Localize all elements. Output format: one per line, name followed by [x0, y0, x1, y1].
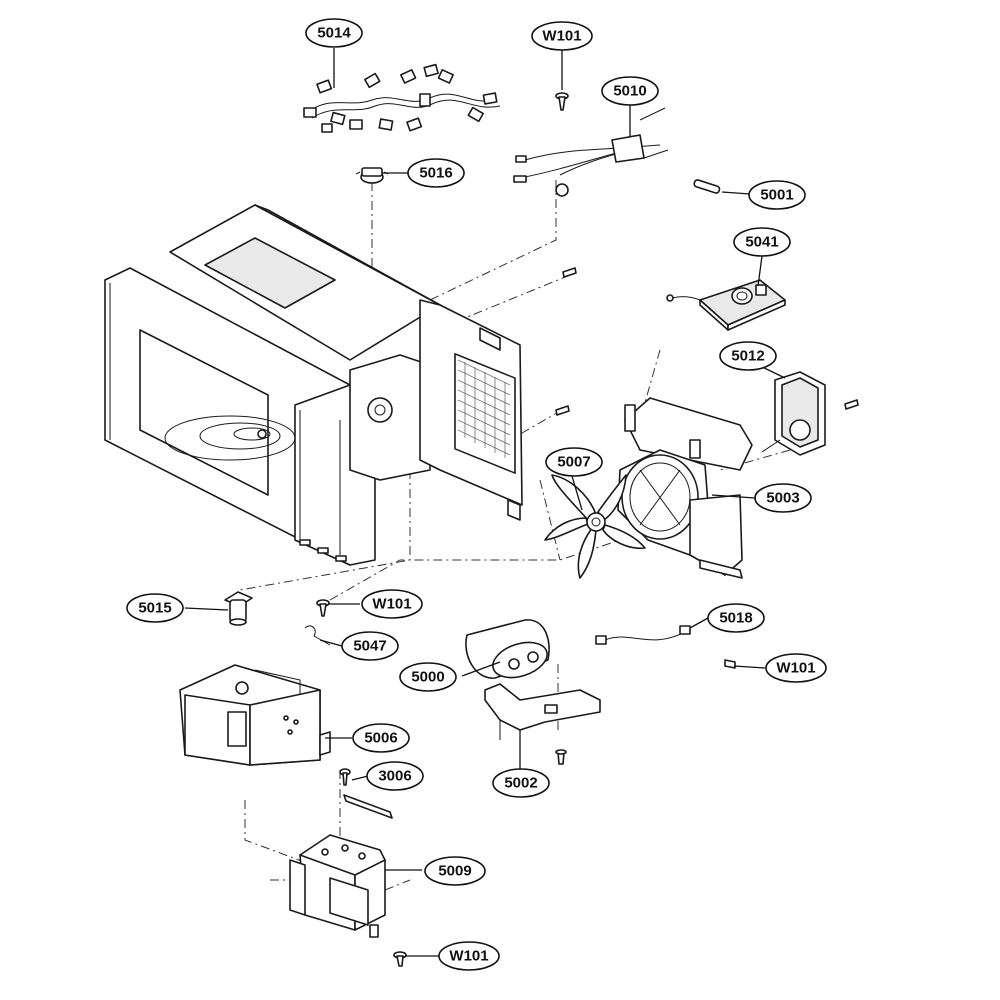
callout-5047: 5047 [341, 631, 399, 661]
vent-grille [457, 359, 511, 458]
wiring-5010 [513, 107, 669, 197]
cavity-screws [555, 267, 577, 416]
callout-5007: 5007 [545, 447, 603, 477]
screw-w101-top [555, 92, 569, 111]
callout-label: 5010 [613, 83, 646, 100]
callout-label: 5041 [745, 234, 778, 251]
callout-5001: 5001 [748, 180, 806, 210]
callout-label: 3006 [378, 768, 411, 785]
callout-5012: 5012 [719, 341, 777, 371]
callout-label: W101 [449, 948, 488, 965]
callout-5010: 5010 [601, 76, 659, 106]
callout-label: 5003 [766, 490, 799, 507]
capacitor-bracket-5002 [484, 683, 601, 765]
callout-label: 5001 [760, 187, 793, 204]
high-voltage-transformer-5006 [179, 664, 331, 766]
fan-motor-5012 [761, 371, 859, 456]
callout-3006: 3006 [366, 761, 424, 791]
callout-5002: 5002 [492, 768, 550, 798]
callout-5000: 5000 [399, 662, 457, 692]
screw-w101-bottom [393, 951, 407, 967]
callout-5014: 5014 [305, 18, 363, 48]
callout-5003: 5003 [754, 483, 812, 513]
magnetron-5009 [289, 834, 386, 938]
callout-label: 5002 [504, 775, 537, 792]
ground-strap-3006 [339, 768, 393, 819]
spring-wire-5047 [304, 625, 331, 646]
fan-duct-5003 [617, 397, 753, 579]
callout-5018: 5018 [707, 603, 765, 633]
wire-harness-5014 [303, 63, 501, 133]
callout-label: 5014 [317, 25, 351, 42]
fuse-5001 [693, 179, 721, 194]
callout-5041: 5041 [733, 227, 791, 257]
fuse-holder-5015 [224, 591, 253, 626]
fan-blade-5007 [544, 474, 646, 579]
callout-label: 5018 [719, 610, 752, 627]
callout-w101-top: W101 [531, 21, 593, 51]
callout-label: 5047 [353, 638, 386, 655]
wire-lead-5018 [595, 625, 736, 669]
oven-cavity [104, 204, 523, 566]
callout-label: 5012 [731, 348, 764, 365]
callout-label: W101 [542, 28, 581, 45]
screw-w101-mid [316, 599, 330, 617]
callout-5015: 5015 [126, 593, 184, 623]
callout-5009: 5009 [424, 856, 486, 886]
callout-w101-right: W101 [765, 653, 827, 683]
noise-filter-pcb-5041 [666, 279, 786, 331]
callout-label: W101 [372, 596, 411, 613]
callout-w101-bottom: W101 [438, 941, 500, 971]
callout-w101-mid: W101 [361, 589, 423, 619]
callout-label: 5007 [557, 454, 590, 471]
callout-label: 5000 [411, 669, 444, 686]
callout-label: 5009 [438, 863, 471, 880]
callout-label: 5015 [138, 600, 171, 617]
callout-5006: 5006 [352, 723, 410, 753]
thermostat-5016 [355, 167, 389, 184]
callout-label: 5016 [419, 165, 452, 182]
hv-capacitor-5000 [465, 619, 550, 679]
callout-label: 5006 [364, 730, 397, 747]
callout-label: W101 [776, 660, 815, 677]
callout-5016: 5016 [407, 158, 465, 188]
